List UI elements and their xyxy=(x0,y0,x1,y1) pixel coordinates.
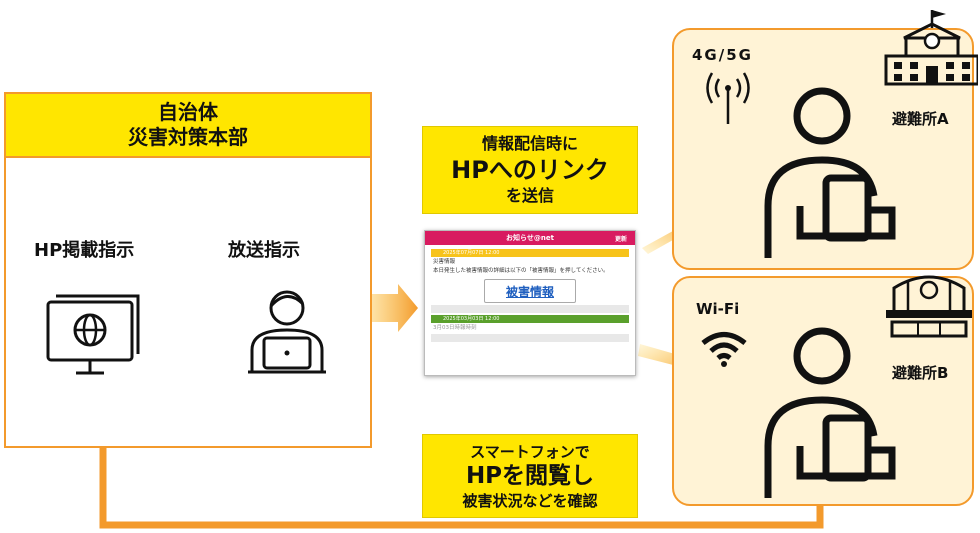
monitor-globe-icon xyxy=(46,294,140,375)
browse-line3: 被害状況などを確認 xyxy=(462,491,598,510)
update-button[interactable]: 更新 xyxy=(614,236,627,243)
message2-text: 3月03日時報時刻 xyxy=(433,325,477,331)
send-line3: を送信 xyxy=(505,186,554,205)
app-title: お知らせ@net xyxy=(506,234,554,242)
hq-header: 自治体 災害対策本部 xyxy=(6,94,370,158)
browse-line2: HPを閲覧し xyxy=(465,462,595,489)
gymnasium-building-icon xyxy=(886,275,972,338)
browse-line1: スマートフォンで xyxy=(470,442,590,461)
broadcast-label: 放送指示 xyxy=(228,240,300,261)
send-line2: HPへのリンク xyxy=(451,156,609,184)
shelter-b-panel: Wi-Fi 避難所B xyxy=(672,275,974,506)
message1-category: 災害情報 xyxy=(433,259,456,265)
shelter-a-name: 避難所A xyxy=(892,110,949,128)
wifi-icon xyxy=(701,332,747,367)
message1-date-bar: 2025年07月07日 12:00 xyxy=(431,249,629,257)
network-wifi-label: Wi-Fi xyxy=(696,300,740,318)
phone-screen: お知らせ@net 更新 2025年07月07日 12:00 災害情報 本日発生し… xyxy=(424,230,636,376)
network-4g5g-label: 4G/5G xyxy=(692,46,753,64)
person-tablet-icon xyxy=(764,87,896,258)
message2-date-bar: 2025年03月03日 12:00 xyxy=(431,315,629,323)
app-header: お知らせ@net 更新 xyxy=(425,231,635,245)
message2-controls xyxy=(431,334,629,342)
message2-date: 2025年03月03日 12:00 xyxy=(443,316,500,322)
operator-laptop-icon xyxy=(248,290,326,374)
damage-info-link[interactable]: 被害情報 xyxy=(484,279,576,303)
school-building-icon xyxy=(884,10,978,86)
message1-date: 2025年07月07日 12:00 xyxy=(443,250,500,256)
send-link-box: 情報配信時に HPへのリンク を送信 xyxy=(422,126,638,214)
shelter-a-panel: 4G/5G 避難所A xyxy=(672,10,978,270)
hq-panel: 自治体 災害対策本部 HP掲載指示 放送指示 xyxy=(4,92,372,448)
message1-controls xyxy=(431,305,629,313)
shelter-b-name: 避難所B xyxy=(892,364,949,382)
send-line1: 情報配信時に xyxy=(481,134,578,153)
message1-text: 本日発生した被害情報の詳細は以下の「被害情報」を押してください。 xyxy=(433,268,609,274)
antenna-icon xyxy=(706,72,750,124)
person-tablet-icon xyxy=(764,327,896,498)
hq-title-line2: 災害対策本部 xyxy=(128,125,248,149)
hp-post-label: HP掲載指示 xyxy=(34,240,135,261)
browse-hp-box: スマートフォンで HPを閲覧し 被害状況などを確認 xyxy=(422,434,638,518)
hq-title-line1: 自治体 xyxy=(158,100,218,124)
